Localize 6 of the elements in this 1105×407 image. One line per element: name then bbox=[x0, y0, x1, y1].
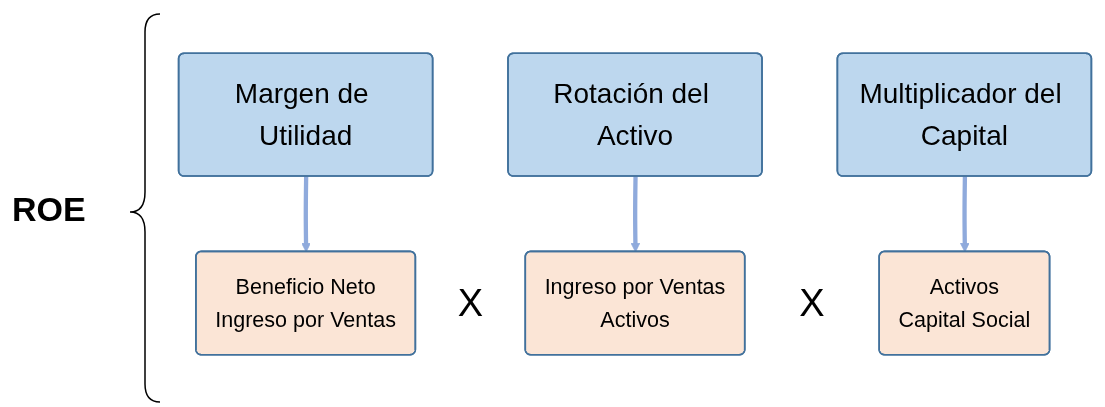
multiplication-sign: X bbox=[457, 281, 483, 325]
arrow bbox=[630, 176, 641, 253]
arrow bbox=[301, 176, 311, 253]
arrow bbox=[960, 176, 970, 253]
multiplication-sign: X bbox=[799, 281, 825, 325]
roe-label: ROE bbox=[12, 190, 86, 229]
